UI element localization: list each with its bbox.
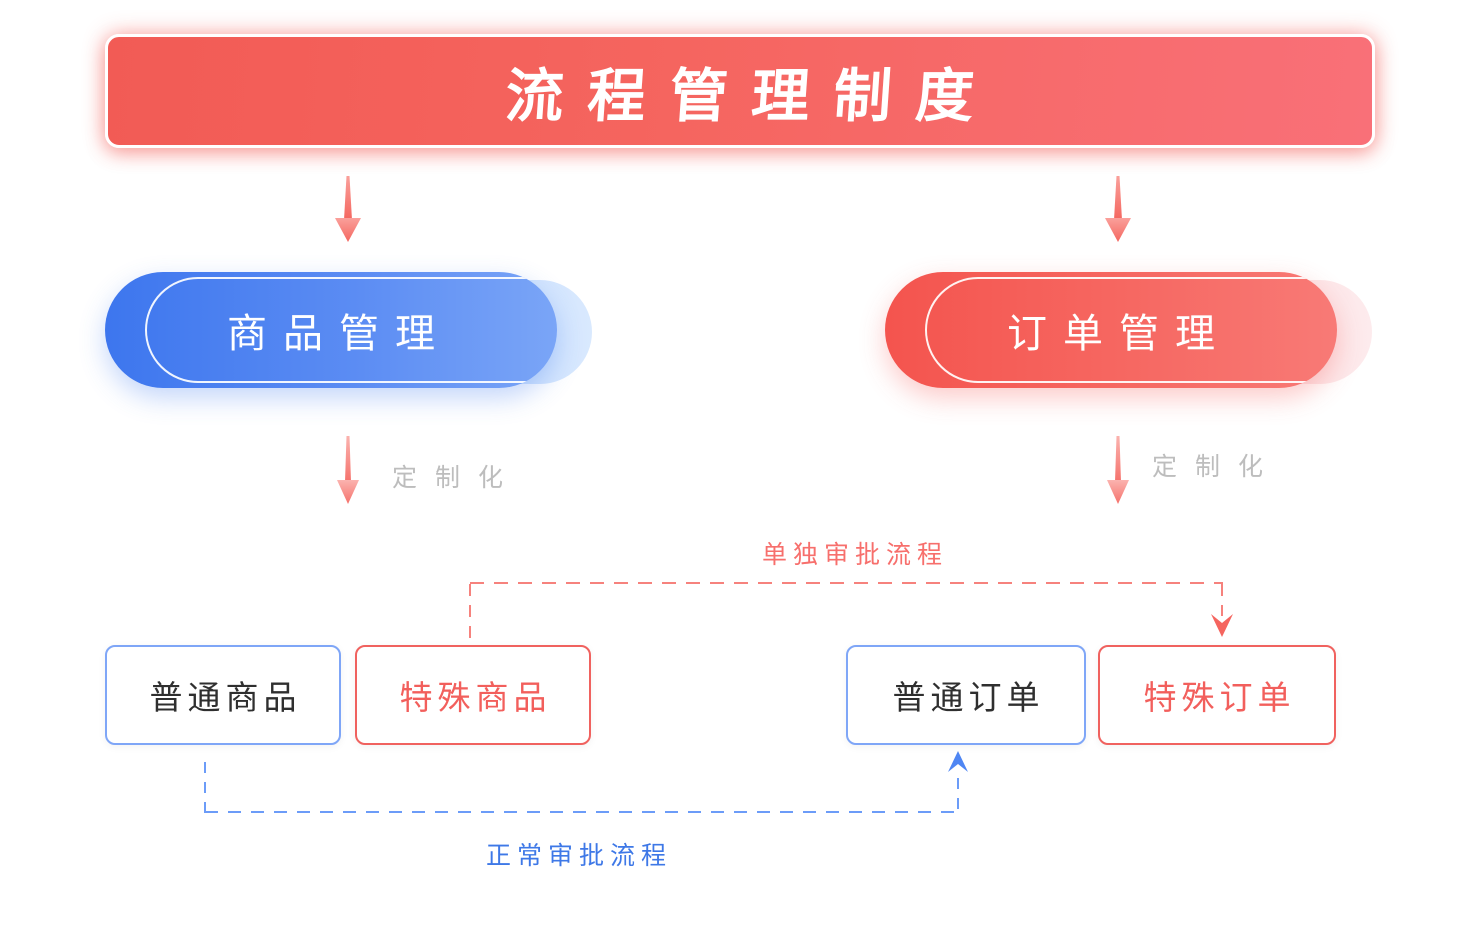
normal-order-label: 普通订单 bbox=[892, 679, 1045, 716]
normal-product-label: 普通商品 bbox=[149, 679, 302, 716]
title-banner: 流程管理制度 bbox=[105, 34, 1375, 148]
special-flow-dashed-line-horizontal bbox=[470, 582, 1223, 584]
page-title: 流程管理制度 bbox=[503, 64, 1000, 129]
banner-to-order-down-arrow-icon bbox=[1104, 176, 1132, 249]
normal-flow-dashed-line-left-vertical bbox=[204, 762, 206, 813]
special-order-label: 特殊订单 bbox=[1143, 679, 1296, 716]
product-management-node: 商品管理 bbox=[105, 272, 595, 392]
normal-order-node: 普通订单 bbox=[846, 645, 1086, 745]
special-product-label: 特殊商品 bbox=[399, 679, 552, 716]
special-product-node: 特殊商品 bbox=[355, 645, 591, 745]
normal-flow-dashed-line-horizontal bbox=[205, 811, 959, 813]
special-flow-dashed-line-right-vertical bbox=[1221, 584, 1223, 616]
order-management-label: 订单管理 bbox=[1007, 312, 1231, 356]
normal-flow-label: 正常审批流程 bbox=[486, 842, 673, 870]
product-customize-down-arrow-icon bbox=[337, 436, 359, 511]
customize-label-left: 定制化 bbox=[392, 464, 522, 492]
normal-flow-dashed-line-right-vertical bbox=[957, 778, 959, 812]
normal-flow-up-arrowhead-icon bbox=[947, 751, 969, 778]
normal-product-node: 普通商品 bbox=[105, 645, 341, 745]
special-flow-label: 单独审批流程 bbox=[762, 541, 949, 569]
order-management-node: 订单管理 bbox=[885, 272, 1375, 392]
customize-label-right: 定制化 bbox=[1152, 453, 1282, 481]
product-management-label: 商品管理 bbox=[227, 312, 451, 356]
special-flow-down-arrowhead-icon bbox=[1210, 614, 1234, 643]
special-order-node: 特殊订单 bbox=[1098, 645, 1336, 745]
order-customize-down-arrow-icon bbox=[1107, 436, 1129, 511]
banner-to-product-down-arrow-icon bbox=[334, 176, 362, 249]
special-flow-dashed-line-left-vertical bbox=[469, 584, 471, 640]
